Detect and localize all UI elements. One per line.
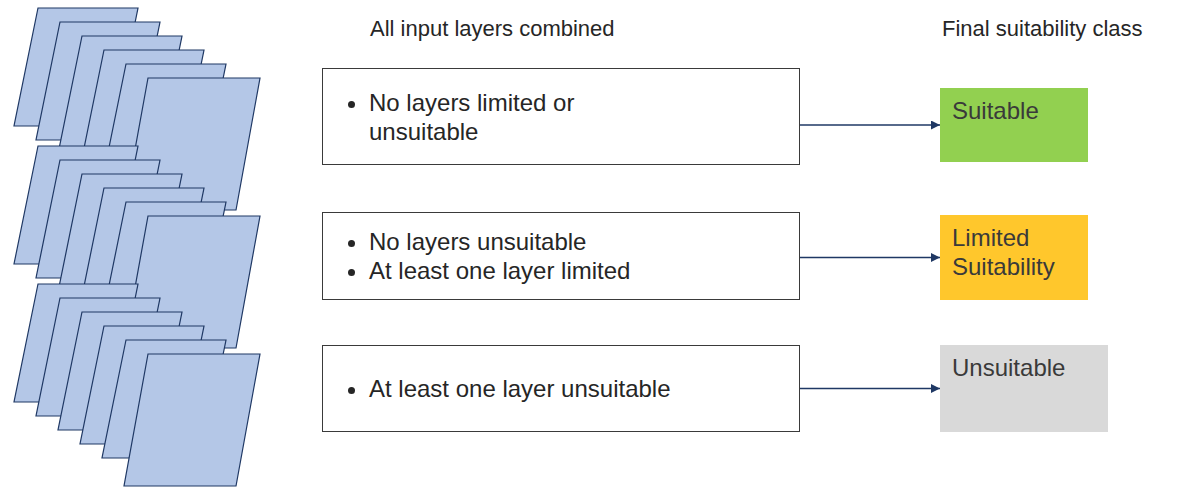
bullet-text: At least one layer limited <box>369 256 785 285</box>
bullet-text: No layers unsuitable <box>369 227 785 256</box>
bullet-text: At least one layer unsuitable <box>369 374 785 403</box>
class-label: Unsuitable <box>952 353 1065 382</box>
condition-box: At least one layer unsuitable <box>322 345 800 432</box>
layer-sheet <box>124 354 260 486</box>
class-label: Suitable <box>952 96 1039 125</box>
bullet-list: No layers unsuitableAt least one layer l… <box>339 227 785 285</box>
column-heading: Final suitability class <box>942 16 1143 42</box>
class-label: Limited Suitability <box>952 223 1076 281</box>
arrow-connector <box>800 124 940 125</box>
bullet-list: No layers limited or unsuitable <box>339 88 689 146</box>
arrow-connector <box>800 257 940 258</box>
class-box: Limited Suitability <box>940 215 1088 300</box>
class-box: Suitable <box>940 88 1088 162</box>
condition-box: No layers limited or unsuitable <box>322 68 800 165</box>
arrow-connector <box>800 388 940 389</box>
column-heading: All input layers combined <box>370 16 615 42</box>
bullet-list: At least one layer unsuitable <box>339 374 785 403</box>
condition-box: No layers unsuitableAt least one layer l… <box>322 212 800 300</box>
class-box: Unsuitable <box>940 345 1108 432</box>
bullet-text: No layers limited or unsuitable <box>369 88 689 146</box>
